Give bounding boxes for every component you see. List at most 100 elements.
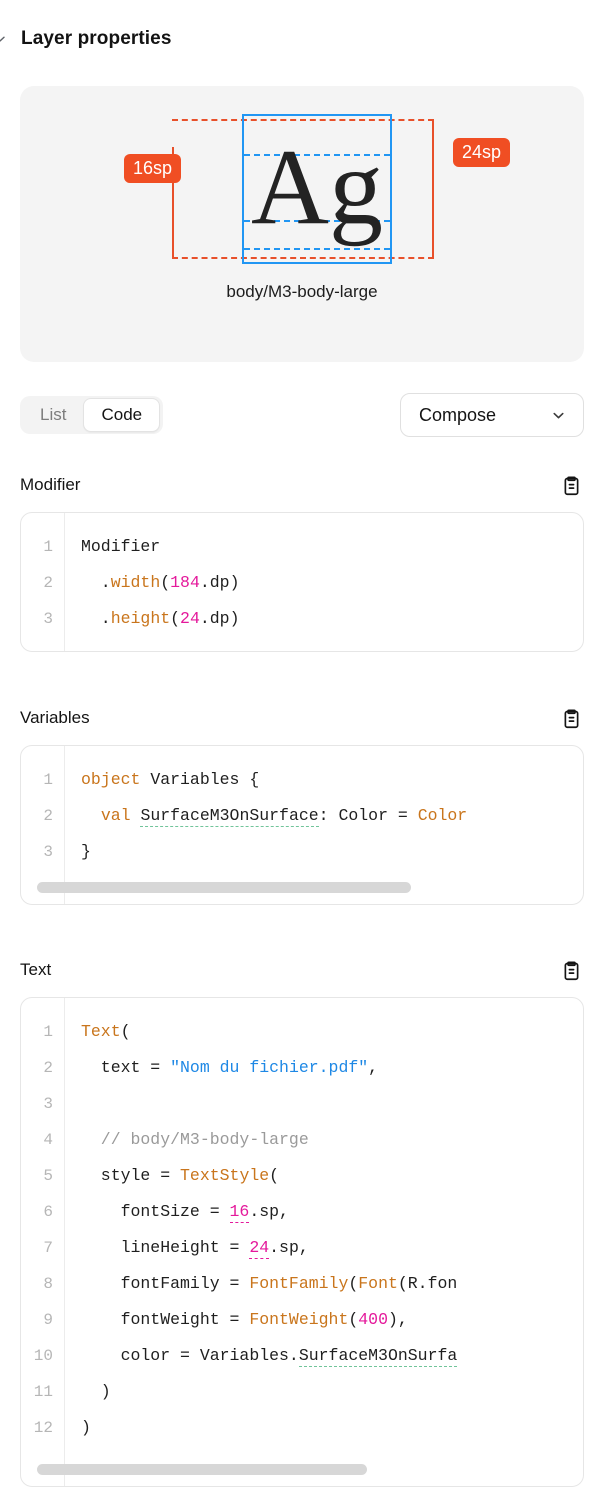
line-height-box — [172, 119, 434, 259]
framework-select[interactable]: Compose — [400, 393, 584, 437]
code-token: // body/M3-body-large — [81, 1130, 309, 1149]
code-token: text = — [81, 1058, 171, 1077]
code-token: FontFamily — [249, 1274, 349, 1293]
line-number: 3 — [43, 1095, 53, 1113]
code-token: .sp, — [269, 1238, 309, 1257]
code-line: .width(184.dp) — [81, 565, 583, 601]
code-token: Color — [417, 806, 468, 825]
code-token: .dp) — [199, 609, 240, 628]
code-token: } — [81, 842, 91, 861]
code-content: Text( text = "Nom du fichier.pdf", // bo… — [65, 998, 583, 1486]
line-number: 5 — [43, 1167, 53, 1185]
code-token: 16 — [229, 1202, 250, 1223]
code-token — [81, 806, 101, 825]
line-number: 2 — [43, 807, 53, 825]
code-line: text = "Nom du fichier.pdf", — [81, 1050, 583, 1086]
code-token: lineHeight = — [81, 1238, 250, 1257]
code-token: Text — [81, 1022, 121, 1041]
code-line: fontSize = 16.sp, — [81, 1194, 583, 1230]
page-title: Layer properties — [21, 28, 172, 49]
code-token: ( — [269, 1166, 280, 1185]
line-number-gutter: 1 2 3 — [21, 513, 65, 651]
code-content: object Variables { val SurfaceM3OnSurfac… — [65, 746, 583, 904]
line-height-top-edge — [172, 119, 434, 121]
horizontal-scrollbar[interactable] — [37, 1464, 367, 1475]
font-size-badge: 16sp — [124, 154, 182, 183]
code-line: Modifier — [81, 529, 583, 565]
code-token: fontSize = — [81, 1202, 230, 1221]
chevron-down-icon[interactable] — [0, 28, 11, 50]
code-line — [81, 1086, 583, 1122]
view-mode-segmented-control[interactable]: List Code — [20, 396, 164, 434]
line-number: 2 — [43, 574, 53, 592]
code-token: . — [81, 573, 111, 592]
typography-preview-card: Ag 16sp 24sp body/M3-body-large — [20, 86, 584, 362]
line-number: 3 — [43, 610, 53, 628]
line-height-badge: 24sp — [452, 138, 510, 167]
code-line: ) — [81, 1374, 583, 1410]
code-line: Text( — [81, 1014, 583, 1050]
line-height-bracket-line — [432, 119, 434, 259]
code-line: style = TextStyle( — [81, 1158, 583, 1194]
line-number: 10 — [33, 1347, 53, 1365]
code-token: Font — [358, 1274, 398, 1293]
line-number: 2 — [43, 1059, 53, 1077]
code-token: ( — [120, 1022, 131, 1041]
code-token: ) — [81, 1382, 111, 1401]
panel-header: Layer properties — [0, 0, 604, 52]
code-token: SurfaceM3OnSurfa — [298, 1346, 458, 1367]
code-token: 24 — [249, 1238, 270, 1259]
section-title: Variables — [20, 708, 90, 727]
chevron-down-icon — [550, 407, 567, 424]
controls-row: List Code Compose — [20, 393, 584, 437]
code-token: ( — [348, 1274, 359, 1293]
code-line: val SurfaceM3OnSurface: Color = Color — [81, 798, 583, 834]
clipboard-icon[interactable] — [558, 957, 584, 983]
code-token: . — [81, 609, 111, 628]
section-header: Text — [20, 957, 584, 983]
horizontal-scrollbar[interactable] — [37, 882, 411, 893]
code-line: object Variables { — [81, 762, 583, 798]
code-line: } — [81, 834, 583, 870]
code-token: FontWeight — [249, 1310, 349, 1329]
code-token: .dp) — [199, 573, 240, 592]
code-token: (R.fon — [397, 1274, 458, 1293]
line-number: 12 — [33, 1419, 53, 1437]
typography-spec-figure: Ag 16sp 24sp — [124, 114, 510, 274]
code-token: TextStyle — [180, 1166, 270, 1185]
tab-code[interactable]: Code — [83, 398, 161, 432]
code-line: .height(24.dp) — [81, 601, 583, 637]
code-token: fontFamily = — [81, 1274, 250, 1293]
code-token: ) — [81, 1418, 91, 1437]
cap-height-line — [244, 154, 390, 156]
font-size-bracket-line — [172, 147, 174, 259]
clipboard-icon[interactable] — [558, 472, 584, 498]
code-token: .sp, — [249, 1202, 289, 1221]
line-number: 8 — [43, 1275, 53, 1293]
code-token: ), — [387, 1310, 408, 1329]
tab-list[interactable]: List — [23, 399, 83, 431]
line-height-bracket — [324, 119, 434, 259]
code-line: ) — [81, 1410, 583, 1446]
clipboard-icon[interactable] — [558, 705, 584, 731]
code-token: val — [100, 806, 131, 825]
code-token: ( — [348, 1310, 359, 1329]
code-token: height — [110, 609, 171, 628]
section-header: Modifier — [20, 472, 584, 498]
code-token: 24 — [180, 609, 200, 628]
code-token: color = Variables. — [81, 1346, 299, 1365]
sample-glyph: Ag — [251, 128, 383, 247]
code-line: color = Variables.SurfaceM3OnSurfa — [81, 1338, 583, 1374]
framework-select-value: Compose — [419, 404, 497, 425]
preview-style-label: body/M3-body-large — [226, 282, 378, 301]
code-token: "Nom du fichier.pdf" — [170, 1058, 369, 1077]
line-number: 1 — [43, 538, 53, 556]
code-token: ( — [160, 573, 171, 592]
